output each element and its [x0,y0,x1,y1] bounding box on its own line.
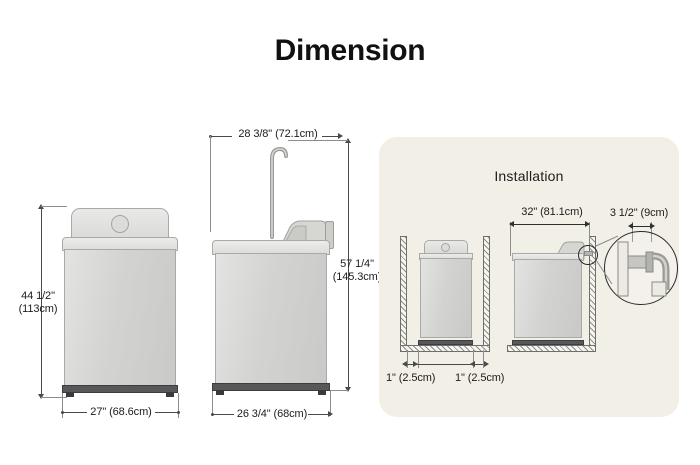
side-depth-label: 26 3/4" (68cm) [236,408,308,420]
front-height-ext-bottom [41,397,67,398]
front-width-dot-right [177,411,180,414]
side-topwidth-line-right [322,136,340,137]
install-hose-callout-circle [578,245,598,265]
side-base-plinth [212,383,330,391]
side-height-line [348,140,349,390]
front-width-line-right [155,412,178,413]
front-height-arrow-bottom [38,394,44,399]
install-rear-arrow-right [650,223,655,229]
install-hose-stub [584,251,593,256]
side-height-ext-bottom [330,390,348,391]
side-height-inches: 57 1/4" [340,258,374,270]
side-topwidth-arrow-right [338,133,343,139]
side-height-arrow-top [345,138,351,143]
install-left-clear-ext-a [407,350,408,368]
front-width-line-left [62,412,87,413]
side-depth-ext-right [330,391,331,416]
install-floor-side [507,345,596,352]
install-depth-label: 32" (81.1cm) [521,206,583,218]
side-foot-right [318,390,326,395]
install-rear-arrow-left [628,223,633,229]
front-height-ext-top [41,206,67,207]
install-depth-arrow-right [585,221,590,227]
side-cabinet [215,253,327,387]
side-depth-ext-left [212,391,213,416]
install-wall-left [400,236,407,348]
install-left-clear-arrow [402,361,407,367]
install-depth-ext-left [510,222,511,256]
front-height-label: 44 1/2" (113cm) [2,290,74,316]
side-height-ext-top [288,140,348,141]
side-depth-arrow-right [328,411,333,417]
front-base-plinth [62,385,178,393]
front-width-ext-left [62,393,63,418]
front-cabinet [64,249,176,389]
front-height-inches: 44 1/2" [21,290,55,302]
side-height-arrow-bottom [345,387,351,392]
front-foot-right [166,392,174,397]
install-front-arrow-b [470,361,475,367]
side-foot-left [216,390,224,395]
install-front-cabinet [420,258,472,338]
side-open-lid [270,146,288,239]
side-depth-dot-left [211,413,214,416]
install-right-clear-arrow [484,361,489,367]
install-depth-line [510,224,589,226]
front-width-dot-left [61,411,64,414]
install-floor-front [400,345,490,352]
front-height-cm: (113cm) [18,303,58,315]
install-magnifier-leader-lines [595,235,619,285]
front-height-line [41,206,42,397]
install-front-arrow-a [413,361,418,367]
side-depth-line-left [212,414,234,415]
installation-title: Installation [494,168,564,184]
install-left-clear-ext-b [418,350,419,368]
side-height-label: 57 1/4" (145.3cm) [320,258,394,284]
install-left-clear-line [407,364,418,365]
install-right-clearance-label: 1" (2.5cm) [455,372,505,384]
side-depth-line-right [308,414,330,415]
side-topwidth-ext-left [210,136,211,232]
install-front-width-line [418,364,473,365]
install-right-clear-line [473,364,483,365]
side-top-width-label: 28 3/8" (72.1cm) [238,128,318,140]
install-depth-arrow-left [509,221,514,227]
install-right-clear-ext-b [483,350,484,368]
install-side-cabinet [514,259,582,338]
side-height-cm: (145.3cm) [332,271,382,283]
install-front-dial [441,243,450,252]
install-right-clear-ext-a [473,350,474,368]
front-foot-left [66,392,74,397]
install-left-clearance-label: 1" (2.5cm) [386,372,436,384]
install-depth-ext-right [589,222,590,244]
side-topwidth-line-left [210,136,232,137]
front-control-dial [111,215,129,233]
install-magnified-hose-diagram [617,241,670,297]
front-width-ext-right [178,393,179,418]
install-rear-line [632,226,651,228]
install-side-base [512,340,584,345]
front-width-label: 27" (68.6cm) [90,406,152,418]
install-front-base [418,340,473,345]
install-rear-clearance-label: 3 1/2" (9cm) [609,207,669,219]
install-wall-right [483,236,490,348]
page-title: Dimension [274,34,426,67]
